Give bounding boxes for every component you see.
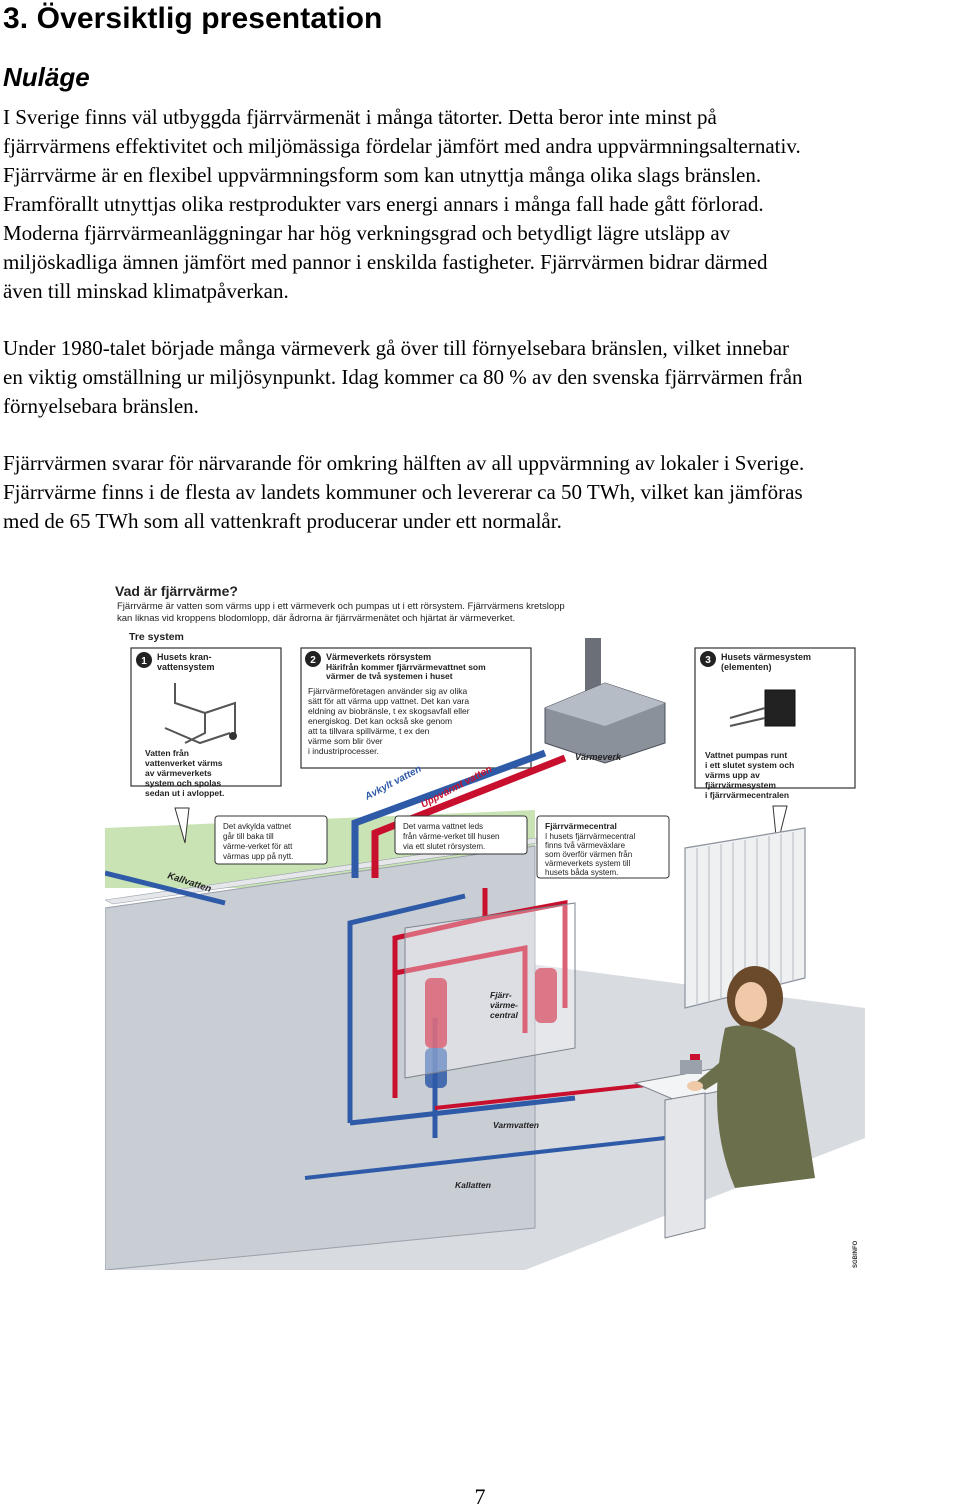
tap-piping-sketch (164, 683, 236, 745)
bubble-warm-line: Det varma vattnet leds (403, 822, 483, 831)
bubble-cooled (214, 815, 328, 865)
box-3-title-line: Husets värmesystem (721, 652, 811, 662)
bubble-central-line: värmeverkets system till (545, 859, 631, 868)
faucet-handle-icon (690, 1054, 700, 1060)
tap-icon (229, 732, 237, 740)
bubble-central-line: finns två värmeväxlare (545, 841, 626, 850)
person-illustration (687, 966, 815, 1188)
text-line: Under 1980-talet började många värmeverk… (3, 336, 790, 360)
box-3-number: 3 (705, 655, 711, 666)
paragraph-1: I Sverige finns väl utbyggda fjärrvärmen… (3, 103, 958, 306)
box-2-text-line: eldning av biobränsle, t ex skogsavfall … (308, 706, 470, 716)
box-3-title-line: (elementen) (721, 662, 772, 672)
text-line: med de 65 TWh som all vattenkraft produc… (3, 509, 562, 533)
callout-right-line: i ett slutet system och (705, 760, 794, 770)
box-2-number: 2 (310, 655, 316, 666)
bubble-warm (394, 815, 528, 855)
text-line: Fjärrvärmen svarar för närvarande för om… (3, 451, 805, 475)
hot-water-label: Varmvatten (493, 1120, 539, 1130)
box-1-title-line: vattensystem (157, 662, 215, 672)
callout-right-line: i fjärrvärmecentralen (705, 790, 789, 800)
box-1-pointer (174, 807, 190, 844)
paragraph-3: Fjärrvärmen svarar för närvarande för om… (3, 449, 958, 536)
box-2-text-line: att ta tillvara spillvärme, t ex den (308, 726, 430, 736)
bubble-warm-line: från värme-verket till husen (403, 832, 499, 841)
washbasin-stand (664, 1092, 706, 1239)
callout-right-line: Vattnet pumpas runt (705, 750, 787, 760)
box-2-text-line: i industriprocesser. (308, 746, 379, 756)
text-line: miljöskadliga ämnen jämfört med pannor i… (3, 250, 768, 274)
heated-water-pipe (371, 754, 567, 878)
text-line: Moderna fjärrvärmeanläggningar har hög v… (3, 221, 731, 245)
bubble-central-line: husets båda system. (545, 868, 618, 877)
radiator-pipe-sketch (729, 707, 766, 727)
callout-left-line: Vatten från (145, 748, 189, 758)
box-3-number-badge (700, 651, 716, 667)
text-line: I Sverige finns väl utbyggda fjärrvärmen… (3, 105, 717, 129)
cold-water-main-pipe (105, 870, 226, 906)
box-2-text-line: Fjärrvärmeföretagen använder sig av olik… (308, 686, 467, 696)
page-number: 7 (474, 1484, 486, 1509)
text-line: Fjärrvärme finns i de flesta av landets … (3, 480, 803, 504)
central-label-line: Fjärr- (490, 990, 512, 1000)
section-heading: 3. Översiktlig presentation (3, 2, 383, 35)
text-line: förnyelsebara bränslen. (3, 394, 199, 418)
text-line: även till minskad klimatpåverkan. (3, 279, 289, 303)
bubble-central-line: som överför värmen från (545, 850, 632, 859)
callout-right-line: fjärrvärmesystem (705, 780, 776, 790)
box-2 (300, 647, 532, 769)
figure-intro-line: kan liknas vid kroppens blodomlopp, där … (117, 613, 515, 624)
box-1-number-badge (136, 652, 152, 668)
heating-plant-roof (545, 683, 665, 726)
radiator-sketch-icon (764, 689, 796, 727)
figure-title: Vad är fjärrvärme? (115, 583, 238, 599)
bubble-cooled-line: värme-verket för att (223, 842, 293, 851)
bubble-cooled-line: går till baka till (223, 832, 274, 841)
callout-left-line: sedan ut i avloppet. (145, 788, 224, 798)
cold-water-bottom-label: Kallatten (455, 1180, 491, 1190)
box-2-subtitle-line: värmer de två systemen i huset (326, 671, 453, 681)
house-hot-pipe (392, 888, 568, 1098)
box-1-title-line: Husets kran- (157, 652, 212, 662)
text-line: Fjärrvärme är en flexibel uppvärmningsfo… (3, 163, 762, 187)
radiator-fins (696, 832, 794, 1005)
bubble-cooled-line: värmas upp på nytt. (223, 852, 293, 861)
cold-water-floor-pipe (304, 1136, 666, 1180)
bubble-central-title: Fjärrvärmecentral (545, 821, 617, 831)
illustration-credit: SGBINFO (853, 1240, 859, 1268)
bubble-central-line: I husets fjärrvärmecentral (545, 832, 635, 841)
central-label-line: värme- (490, 1000, 518, 1010)
box-2-text-line: energiskog. Det kan också ske genom (308, 716, 452, 726)
callout-left-line: system och spolas (145, 778, 221, 788)
central-cabinet (404, 902, 576, 1079)
box-2-number-badge (305, 651, 321, 667)
cooled-water-pipe (351, 749, 547, 878)
box-2-text-line: sätt för att värma upp vattnet. Det kan … (308, 696, 469, 706)
bubble-warm-line: via ett slutet rörsystem. (403, 842, 485, 851)
bubble-central (536, 815, 670, 879)
box-1-number: 1 (141, 656, 147, 667)
callout-left-line: vattenverket värms (145, 758, 223, 768)
systems-heading: Tre system (129, 631, 184, 643)
callout-right-line: värms upp av (705, 770, 760, 780)
box-2-title: Värmeverkets rörsystem (326, 652, 431, 662)
text-line: fjärrvärmens effektivitet och miljömässi… (3, 134, 801, 158)
plant-label: Värmeverk (575, 752, 622, 762)
hot-water-floor-pipe (434, 1081, 666, 1110)
callout-left-line: av värmeverkets (145, 768, 212, 778)
text-line: en viktig omställning ur miljösynpunkt. … (3, 365, 803, 389)
box-2-text-line: värme som blir över (308, 736, 383, 746)
bubble-cooled-line: Det avkylda vattnet (223, 822, 292, 831)
heat-exchanger-coils (425, 968, 557, 1088)
central-label-line: central (490, 1010, 519, 1020)
box-2-subtitle-line: Härifrån kommer fjärrvärmevattnet som (326, 662, 486, 672)
paragraph-2: Under 1980-talet började många värmeverk… (3, 334, 958, 421)
text-line: Framförallt utnyttjas olika restprodukte… (3, 192, 764, 216)
figure-intro-line: Fjärrvärme är vatten som värms upp i ett… (117, 601, 565, 612)
subsection-heading: Nuläge (3, 62, 90, 92)
faucet-icon (680, 1060, 702, 1074)
district-heating-illustration: Vad är fjärrvärme? Fjärrvärme är vatten … (105, 578, 865, 1270)
